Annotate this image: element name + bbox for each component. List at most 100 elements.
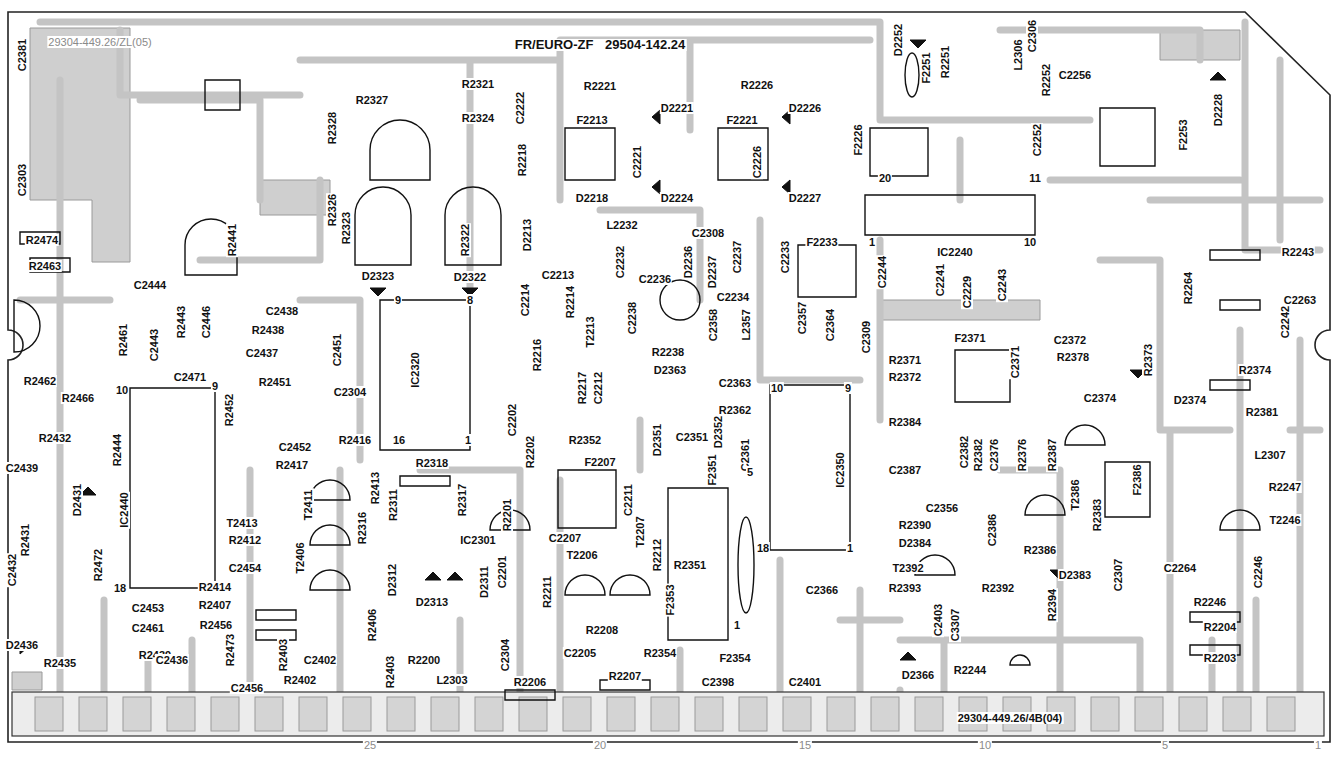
part-label: R2372 [888, 371, 922, 383]
part-label: R2252 [1040, 63, 1052, 97]
part-label: D2312 [386, 563, 398, 597]
part-label: T2207 [634, 515, 646, 548]
part-label: D2311 [478, 565, 490, 599]
part-label: C2238 [626, 301, 638, 335]
part-label: C2309 [860, 320, 872, 354]
part-label: D2363 [653, 364, 687, 376]
component-outline [14, 80, 1260, 700]
part-label: T2406 [294, 541, 306, 574]
part-label: R2407 [198, 599, 232, 611]
part-label: D2224 [660, 192, 694, 204]
part-label: C2256 [1058, 69, 1092, 81]
part-label: 1 [464, 434, 472, 446]
part-label: IC2240 [936, 246, 973, 258]
part-label: F2233 [805, 236, 838, 248]
part-label: R2204 [1203, 621, 1237, 633]
part-label: D2384 [898, 537, 932, 549]
part-label: D2226 [788, 102, 822, 114]
part-label: C2471 [173, 371, 207, 383]
part-label: R2462 [23, 375, 57, 387]
part-label: C2364 [824, 308, 836, 342]
part-label: C2356 [925, 502, 959, 514]
part-label: R2317 [456, 483, 468, 517]
part-label: C2306 [1026, 19, 1038, 53]
part-label: 15 [798, 739, 812, 751]
part-label: 8 [466, 294, 474, 306]
part-label: F2221 [725, 114, 758, 126]
part-label: IC2440 [118, 491, 130, 528]
part-label: L2232 [605, 219, 638, 231]
part-label: C2201 [496, 555, 508, 589]
part-label: C2461 [131, 622, 165, 634]
part-label: 10 [770, 382, 784, 394]
part-label: F2226 [852, 123, 864, 156]
part-label: F2354 [718, 652, 751, 664]
part-label: 1 [1314, 739, 1322, 751]
part-label: R2392 [981, 582, 1015, 594]
part-label: C2226 [751, 145, 763, 179]
part-label: 10 [1023, 236, 1037, 248]
part-label: T2392 [891, 562, 924, 574]
part-label: R2387 [1046, 438, 1058, 472]
board-title: FR/EURO-ZF 29504-142.24 [514, 39, 687, 51]
part-label: R2406 [366, 608, 378, 642]
part-label: R2417 [275, 459, 309, 471]
part-label: R2373 [1142, 343, 1154, 377]
part-label: D2383 [1058, 569, 1092, 581]
part-label: C2222 [514, 91, 526, 125]
part-label: C2452 [278, 441, 312, 453]
part-label: F2371 [953, 332, 986, 344]
part-label: C2243 [996, 268, 1008, 302]
connector-pads [30, 692, 1310, 736]
part-label: R2435 [43, 657, 77, 669]
part-label: R2386 [1023, 544, 1057, 556]
part-label: F2386 [1131, 463, 1143, 496]
part-label: D2436 [5, 639, 39, 651]
part-label: R2326 [326, 193, 338, 227]
part-label: D2221 [660, 102, 694, 114]
part-label: 20 [593, 739, 607, 751]
part-label: R2416 [338, 434, 372, 446]
board-outline [8, 12, 1330, 742]
part-label: R2352 [568, 434, 602, 446]
part-label: D2252 [892, 23, 904, 57]
edge-connector [12, 692, 1324, 736]
part-label: C2381 [16, 38, 28, 72]
part-label: C2372 [1053, 334, 1087, 346]
part-label: R2321 [461, 78, 495, 90]
part-label: R2384 [888, 416, 922, 428]
part-label: D2218 [575, 192, 609, 204]
part-label: R2374 [1238, 364, 1272, 376]
part-label: C2438 [265, 305, 299, 317]
part-label: R2443 [175, 305, 187, 339]
part-label: R2461 [117, 323, 129, 357]
part-label: C2236 [638, 273, 672, 285]
part-label: F2253 [1177, 118, 1189, 151]
part-label: F2213 [575, 114, 608, 126]
part-label: R2438 [251, 324, 285, 336]
part-label: 11 [1028, 172, 1042, 184]
part-label: R2393 [888, 582, 922, 594]
part-label: D2322 [453, 271, 487, 283]
part-label: 9 [844, 382, 852, 394]
part-label: C2308 [691, 227, 725, 239]
part-label: L2306 [1012, 38, 1024, 71]
part-label: C2358 [707, 308, 719, 342]
part-label: R2244 [953, 664, 987, 676]
part-label: R2451 [258, 376, 292, 388]
part-label: R2217 [576, 371, 588, 405]
part-label: C3307 [949, 608, 961, 642]
part-label: 9 [211, 380, 219, 392]
part-label: C2303 [16, 163, 28, 197]
part-label: C2214 [519, 283, 531, 317]
part-label: C2437 [245, 347, 279, 359]
crystal-outline [905, 53, 919, 97]
part-label: C2234 [716, 291, 750, 303]
part-label: C2202 [506, 403, 518, 437]
part-label: C2242 [1279, 305, 1291, 339]
part-label: C2212 [592, 371, 604, 405]
part-label: C2376 [988, 438, 1000, 472]
part-label: D2351 [651, 423, 663, 457]
part-label: 5 [1161, 739, 1169, 751]
part-label: R2412 [228, 534, 262, 546]
